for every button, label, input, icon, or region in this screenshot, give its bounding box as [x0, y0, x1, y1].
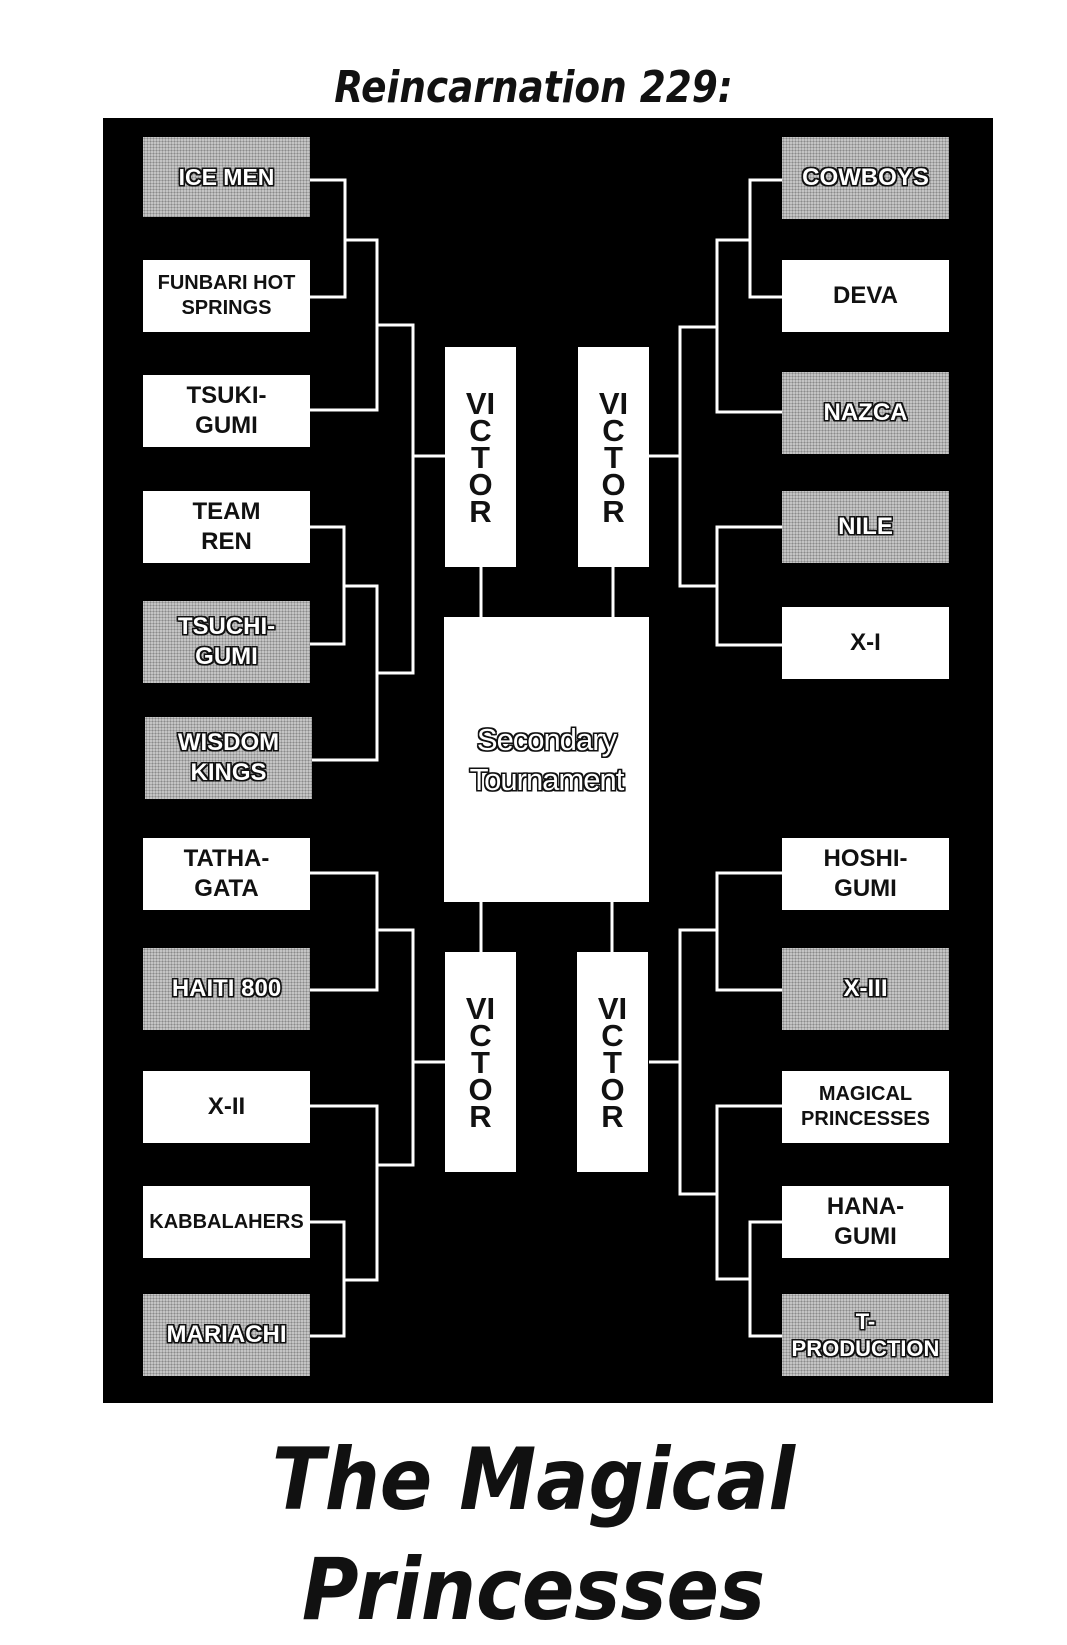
team-label: TSUCHI- GUMI	[177, 613, 276, 670]
victor-label: VICTOR	[597, 990, 628, 1134]
secondary-tournament-label: Secondary Tournament	[469, 721, 625, 797]
team-hoshi-gumi: HOSHI- GUMI	[782, 838, 949, 910]
team-label: X-III	[843, 975, 888, 1002]
team-label: TSUKI- GUMI	[186, 382, 267, 439]
team-nazca: NAZCA	[782, 372, 949, 454]
chapter-heading: Reincarnation 229:	[334, 62, 733, 113]
victor-label: VICTOR	[598, 385, 629, 529]
team-tsuchi-gumi: TSUCHI- GUMI	[143, 601, 310, 683]
team-wisdom-kings: WISDOM KINGS	[145, 717, 312, 799]
team-label: T- PRODUCTION	[791, 1308, 940, 1362]
team-label: TEAM REN	[192, 498, 261, 555]
team-label: X-I	[850, 629, 881, 656]
team-label: HANA- GUMI	[826, 1193, 905, 1250]
team-kabbalahers: KABBALAHERS	[143, 1186, 310, 1258]
team-haiti-800: HAITI 800	[143, 948, 310, 1030]
team-tsuki-gumi: TSUKI- GUMI	[143, 375, 310, 447]
team-team-ren: TEAM REN	[143, 491, 310, 563]
team-cowboys: COWBOYS	[782, 137, 949, 219]
team-t-production: T- PRODUCTION	[782, 1294, 949, 1376]
secondary-tournament-box: Secondary Tournament	[444, 617, 649, 902]
victor-box-top-left: VICTOR	[445, 347, 516, 567]
team-label: FUNBARI HOT SPRINGS	[157, 272, 296, 319]
victor-label: VICTOR	[465, 385, 496, 529]
team-tathagata: TATHA- GATA	[143, 838, 310, 910]
team-mariachi: MARIACHI	[143, 1294, 310, 1376]
victor-box-top-right: VICTOR	[578, 347, 649, 567]
victor-label: VICTOR	[465, 990, 496, 1134]
team-deva: DEVA	[782, 260, 949, 332]
chapter-title: The Magical Princesses	[271, 1430, 796, 1640]
team-label: HAITI 800	[171, 975, 282, 1002]
team-funbari-hot-springs: FUNBARI HOT SPRINGS	[143, 260, 310, 332]
team-hana-gumi: HANA- GUMI	[782, 1186, 949, 1258]
team-label: DEVA	[833, 282, 898, 309]
victor-box-bottom-left: VICTOR	[445, 952, 516, 1172]
team-label: COWBOYS	[802, 164, 929, 191]
team-x-iii: X-III	[782, 948, 949, 1030]
team-label: MAGICAL PRINCESSES	[801, 1083, 930, 1130]
victor-box-bottom-right: VICTOR	[577, 952, 648, 1172]
team-label: NILE	[838, 513, 893, 540]
team-label: HOSHI- GUMI	[823, 845, 908, 902]
team-label: X-II	[207, 1093, 246, 1120]
team-magical-princesses: MAGICAL PRINCESSES	[782, 1071, 949, 1143]
team-label: KABBALAHERS	[149, 1210, 304, 1233]
team-label: NAZCA	[823, 399, 908, 426]
team-label: MARIACHI	[166, 1321, 287, 1348]
team-label: ICE MEN	[178, 163, 275, 190]
team-label: TATHA- GATA	[183, 845, 270, 902]
team-x-i: X-I	[782, 607, 949, 679]
team-nile: NILE	[782, 491, 949, 563]
team-x-ii: X-II	[143, 1071, 310, 1143]
team-ice-men: ICE MEN	[143, 137, 310, 217]
team-label: WISDOM KINGS	[177, 729, 280, 786]
